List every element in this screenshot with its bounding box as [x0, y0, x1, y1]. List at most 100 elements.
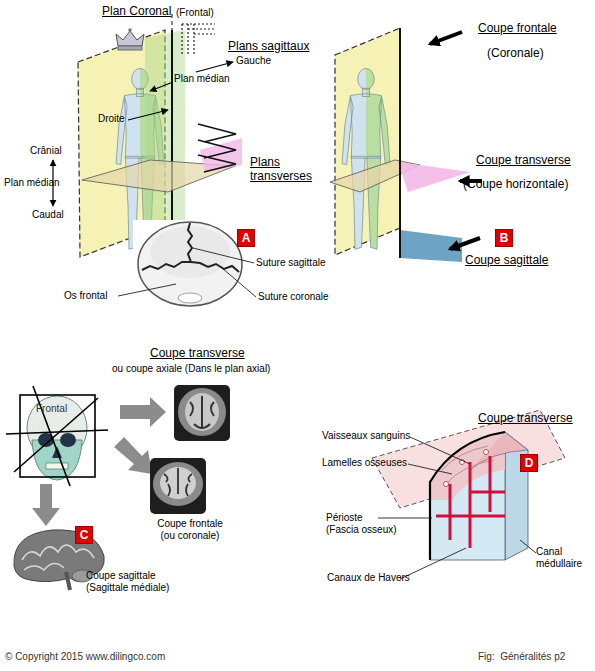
panel-letter-text: A	[242, 231, 251, 245]
leader-lines	[222, 268, 256, 297]
sagittal-plane	[399, 28, 401, 258]
direction-arrows	[150, 82, 173, 91]
skull-top-view	[133, 220, 271, 312]
skull-front-view	[46, 463, 68, 469]
blood-vessels	[469, 462, 472, 548]
label-text: (Coronale)	[487, 47, 544, 61]
label-text: Caudal	[32, 209, 64, 221]
section-planes-frame	[14, 398, 98, 472]
human-figure	[342, 68, 390, 249]
brain-sagittal-section	[66, 572, 70, 590]
gray-arrows	[32, 484, 60, 526]
brain-transverse-scan	[185, 393, 219, 431]
label-text: Droite	[98, 113, 125, 125]
panel-letter: B	[495, 229, 513, 247]
gray-arrows	[32, 397, 166, 526]
brain-transverse-scan	[174, 385, 230, 441]
sagittal-planes-symbol	[188, 28, 215, 29]
crown-icon	[116, 31, 144, 46]
label-text: Coupe frontale (ou coronale)	[140, 518, 240, 541]
label-text: Coupe transverse	[478, 412, 573, 426]
transverse-planes-symbol	[200, 138, 242, 172]
pointer-arrows	[430, 32, 462, 44]
brain-coronal-scan	[164, 468, 192, 496]
label-text: Canaux de Havers	[327, 572, 410, 584]
skull-top-view	[138, 222, 242, 306]
label-text: Plans sagittaux	[228, 40, 309, 54]
blood-vessels	[449, 484, 452, 540]
label-text: (Frontal)	[176, 7, 214, 19]
pointer-arrows	[450, 238, 480, 249]
leader-lines	[118, 248, 256, 297]
brain-sagittal-section	[24, 563, 64, 570]
sagittal-planes-symbol	[182, 24, 215, 56]
direction-arrows	[128, 110, 168, 120]
sagittal-plane	[400, 28, 462, 262]
brain-coronal-scan	[150, 458, 206, 514]
panel-letter-text: D	[525, 456, 534, 470]
direction-arrows	[53, 62, 233, 206]
brain-coronal-scan	[160, 467, 196, 499]
skull-front-view	[27, 396, 87, 480]
panel-letter-text: C	[80, 528, 89, 542]
brain-transverse-scan	[178, 388, 226, 436]
coronal-plane	[335, 28, 400, 255]
bone-segment	[444, 482, 449, 487]
label-text: Os frontal	[64, 290, 107, 302]
coronal-plane	[335, 28, 400, 255]
bone-segment	[430, 432, 528, 560]
label-text: ou coupe axiale (Dans le plan axial)	[112, 363, 270, 375]
skull-front-view	[32, 440, 82, 480]
section-planes-frame	[6, 386, 108, 486]
label-text: Gauche	[236, 55, 271, 67]
leader-lines	[520, 540, 536, 553]
panel-letter: C	[75, 526, 93, 544]
label-text: Crânial	[30, 145, 62, 157]
brain-transverse-scan	[190, 396, 214, 428]
label-text: Suture coronale	[258, 291, 329, 303]
crown-icon	[118, 46, 142, 50]
crown-icon	[128, 28, 132, 32]
sagittal-plane	[145, 30, 185, 250]
label-text: Coupe sagittale (Sagittale médiale)	[86, 570, 186, 593]
sagittal-plane	[171, 30, 173, 250]
transverse-planes-symbol	[198, 124, 242, 172]
label-text: Lamelles osseuses	[322, 457, 407, 469]
figure-caption: Fig: Généralités p2	[478, 651, 565, 663]
leader-lines	[400, 548, 466, 579]
skull-front-view	[60, 433, 76, 447]
bone-segment	[442, 446, 494, 482]
label-text: (Coupe horizontale)	[463, 178, 568, 192]
label-text: Coupe transverse	[150, 347, 245, 361]
label-text: Coupe sagittale	[465, 254, 548, 268]
bone-segment	[484, 450, 489, 455]
leader-lines	[378, 518, 432, 519]
label-text: Périoste (Fascia osseux)	[326, 512, 406, 535]
label-text: Coupe frontale	[478, 22, 557, 36]
blood-vessels	[436, 515, 505, 518]
leader-lines	[193, 248, 254, 263]
label-text: Suture sagittale	[256, 257, 326, 269]
pointer-arrows	[430, 32, 482, 249]
gray-arrows	[114, 437, 152, 474]
sagittal-plane	[172, 14, 173, 30]
label-text: Plan Coronal	[102, 5, 171, 19]
section-planes-frame	[33, 386, 70, 486]
blood-vessels	[470, 491, 505, 494]
panel-letter: D	[520, 454, 538, 472]
blood-vessels	[436, 456, 505, 548]
transverse-planes-symbol	[198, 124, 236, 172]
blood-vessels	[489, 456, 492, 512]
skull-top-view	[133, 220, 271, 312]
panel-letter-text: B	[500, 231, 509, 245]
sagittal-planes-symbol	[181, 24, 182, 56]
sagittal-planes-symbol	[194, 33, 215, 34]
gray-arrows	[120, 397, 166, 427]
skull-top-view	[178, 293, 202, 303]
label-text: Canal médullaire	[536, 546, 591, 569]
crown-icon	[116, 28, 144, 50]
leader-lines	[118, 284, 176, 296]
sagittal-plane	[145, 14, 185, 250]
